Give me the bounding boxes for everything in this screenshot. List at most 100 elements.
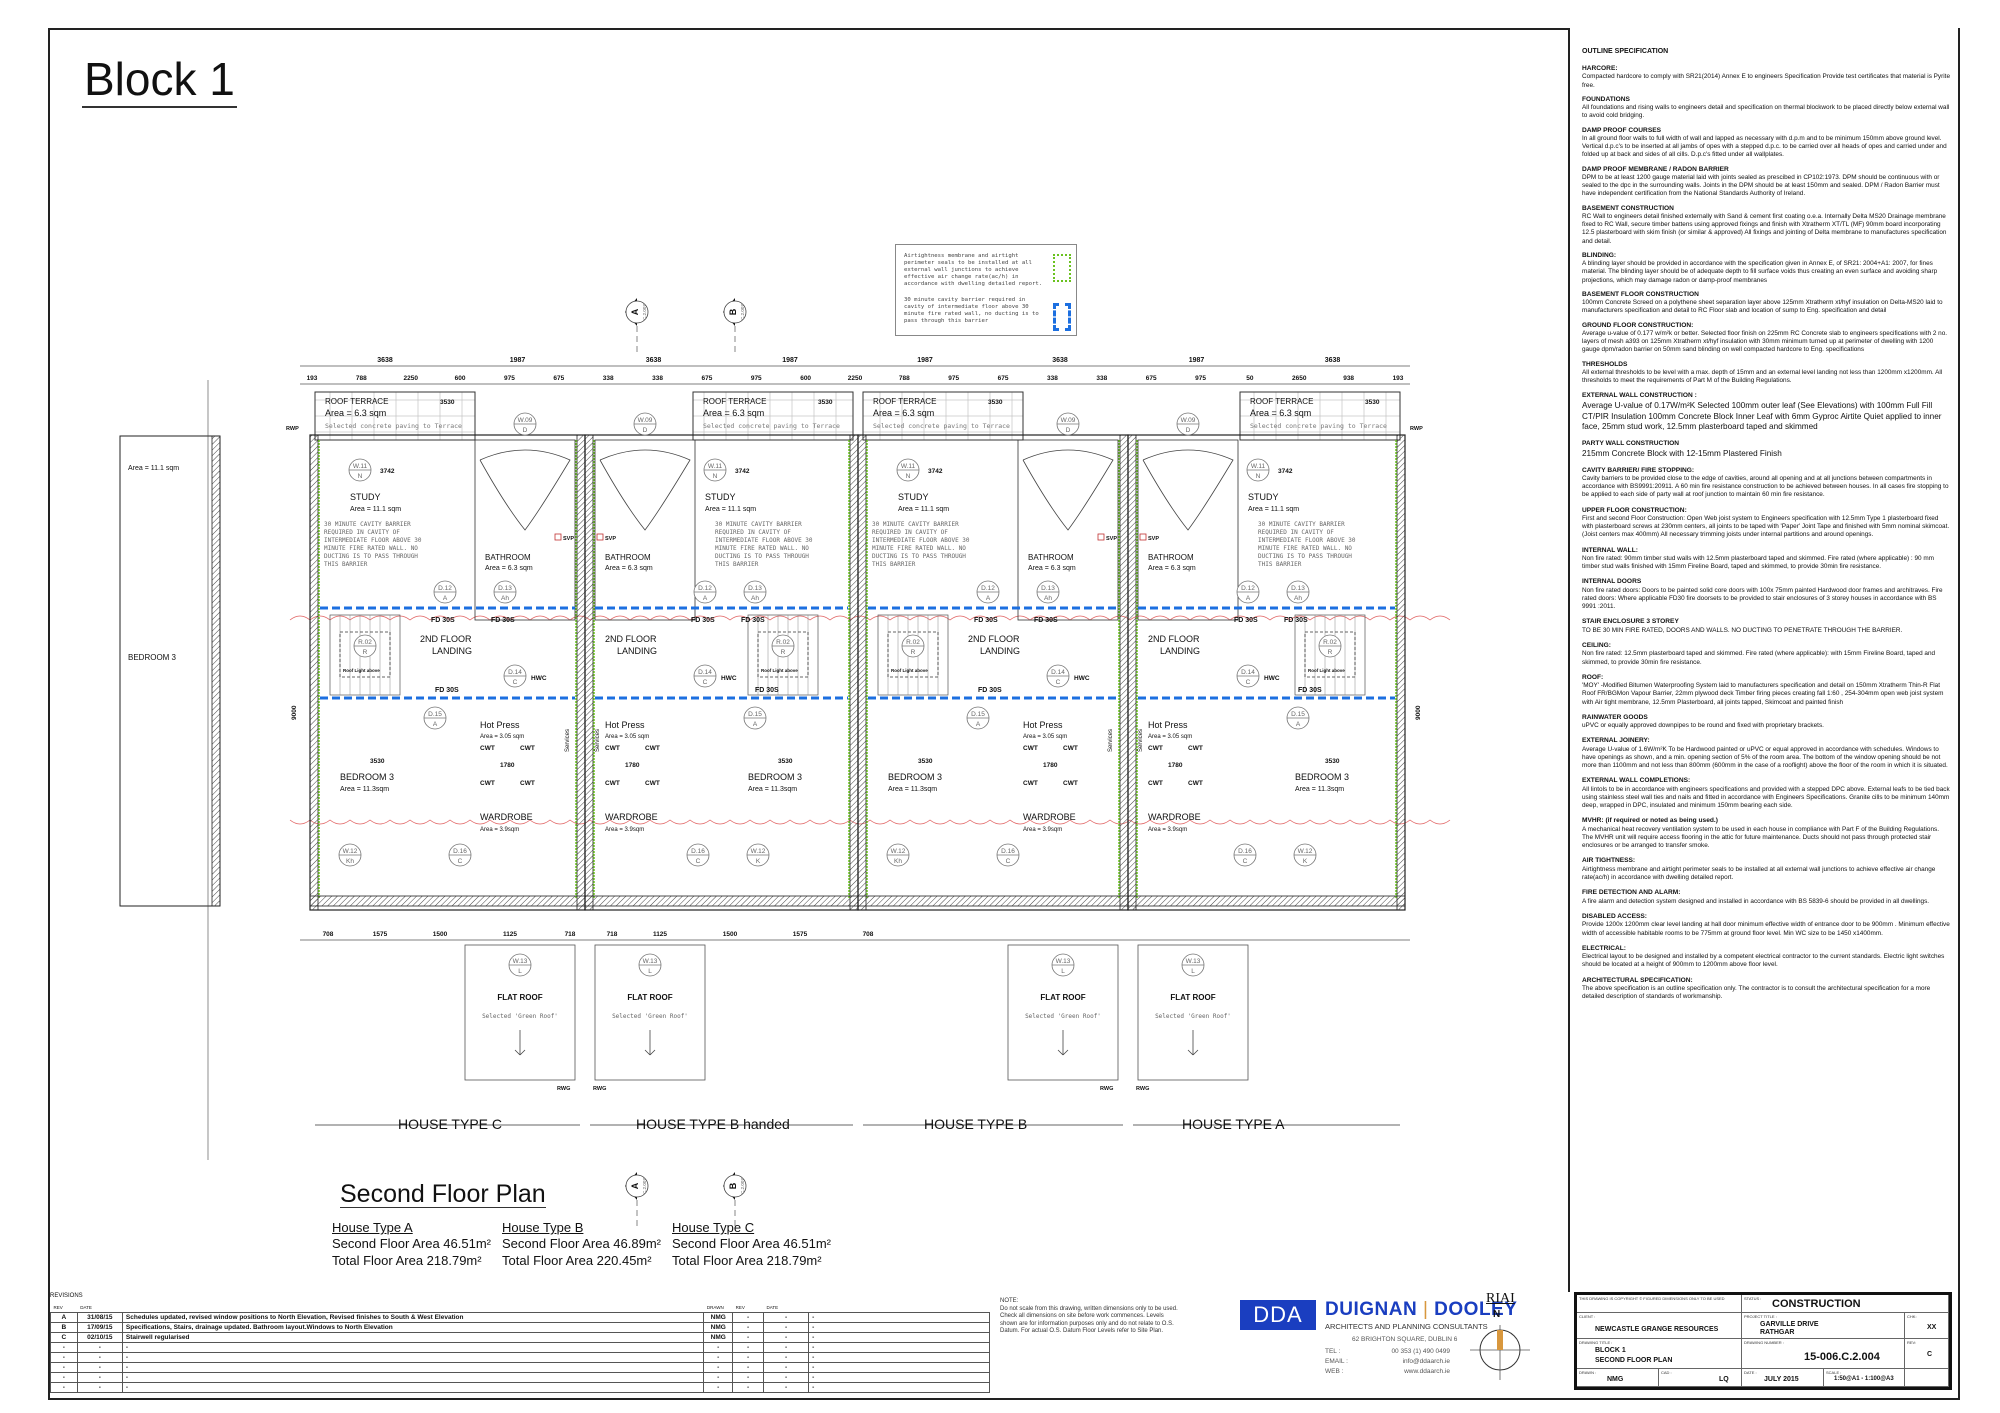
external-wall: [1127, 895, 1406, 907]
window-tag: L: [1191, 968, 1195, 975]
dimension-label: 1987: [782, 357, 798, 364]
dimension-label: 3638: [377, 357, 393, 364]
partial-unit-outline: [119, 435, 221, 907]
door-tag: C: [1246, 679, 1251, 686]
client-value: NEWCASTLE GRANGE RESOURCES: [1595, 1326, 1719, 1333]
spec-section-body: Cavity barriers to be provided close to …: [1582, 475, 1949, 499]
revision-cell: -: [121, 1362, 705, 1373]
spec-section-body: A mechanical heat recovery ventilation s…: [1582, 825, 1940, 850]
room-name: BEDROOM 3: [128, 653, 177, 662]
dimension-label: 675: [1146, 375, 1157, 382]
door-tag: A: [986, 595, 991, 602]
house-type-b-summary: House Type B Second Floor Area 46.89m² T…: [502, 1220, 661, 1269]
room-area: Area = 3.9sqm: [605, 827, 644, 833]
spec-section: AIR TIGHTNESS:Airtightness membrane and …: [1582, 857, 1950, 882]
room-area: Area = 6.3 sqm: [1028, 565, 1076, 572]
room-name: STUDY: [705, 492, 736, 502]
dimension-label: 1780: [1043, 762, 1058, 769]
revision-cell: 31/08/15: [76, 1312, 123, 1323]
house-type-name: House Type B: [502, 1220, 584, 1235]
spec-section-title: RAINWATER GOODS: [1582, 713, 1648, 721]
cad-cell: CAD :LQ: [1659, 1369, 1742, 1387]
door-tag: Ah: [751, 595, 759, 602]
rev-cell: REV:C: [1905, 1339, 1949, 1369]
rwg-label: RWG: [1136, 1086, 1149, 1092]
svp-pipe-icon: [1097, 533, 1105, 541]
dimension-label: 2650: [1292, 375, 1307, 382]
room-area: Area = 6.3 sqm: [703, 408, 764, 418]
spec-sections: HARCORE:Compacted hardcore to comply wit…: [1582, 65, 1950, 1001]
spec-section-body: 100mm Concrete Screed on a polythene she…: [1582, 299, 1943, 315]
dimension-label: 193: [307, 375, 318, 382]
door-tag: A: [976, 721, 981, 728]
room-area: Area = 3.05 sqm: [480, 734, 524, 740]
cavity-note: DUCTING IS TO PASS THROUGH: [715, 553, 809, 560]
dimension-label: 3742: [380, 468, 395, 475]
door-tag: D.13: [1291, 585, 1305, 592]
airtight-swatch-icon: [1053, 254, 1071, 282]
revision-cell: -: [732, 1342, 764, 1353]
cavity-note: 30 MINUTE CAVITY BARRIER: [715, 521, 802, 528]
dimension-label: 1575: [373, 931, 388, 938]
room-area: Area = 6.3 sqm: [1148, 565, 1196, 572]
dimension-label: 718: [607, 931, 618, 938]
flat-roof-outline: [594, 944, 706, 1081]
spec-section-body: DPM to be at least 1200 gauge material l…: [1582, 174, 1940, 198]
cavity-note: INTERMEDIATE FLOOR ABOVE 30: [872, 537, 970, 544]
spec-section-body: A blinding layer should be provided in a…: [1582, 260, 1938, 284]
cavity-note: REQUIRED IN CAVITY OF: [324, 529, 400, 536]
external-wall: [309, 895, 586, 907]
window-tag: Kh: [894, 858, 902, 865]
dimension-label: 9000: [291, 705, 298, 720]
room-name: LANDING: [1160, 646, 1200, 656]
section-ref: C.2.007: [740, 304, 745, 320]
house-type-name: House Type A: [332, 1220, 413, 1235]
svp-label: SVP: [605, 536, 616, 542]
spec-section-title: BASEMENT CONSTRUCTION: [1582, 204, 1674, 212]
drawn-cell: DRAWN :NMG: [1577, 1369, 1659, 1387]
room-name: BATHROOM: [1028, 553, 1074, 562]
spec-section-title: THRESHOLDS: [1582, 360, 1628, 368]
room-area: Area = 11.3sqm: [340, 786, 389, 793]
svp-label: SVP: [563, 536, 574, 542]
revision-cell: -: [732, 1312, 764, 1323]
dimension-label: 3530: [1365, 399, 1380, 406]
revision-cell: -: [762, 1352, 810, 1363]
unit-label: HOUSE TYPE B: [924, 1116, 1028, 1132]
stair-outline: [747, 614, 819, 696]
room-name: BEDROOM 3: [888, 772, 942, 782]
drawing-title-label: DRAWING TITLE :: [1579, 1340, 1613, 1345]
room-area: Area = 11.1 sqm: [128, 465, 179, 472]
outline-specification: OUTLINE SPECIFICATION HARCORE:Compacted …: [1568, 28, 1958, 1292]
firm-web: WEB :www.ddaarch.ie: [1325, 1368, 1450, 1375]
copyright-cell: THIS DRAWING IS COPYRIGHT © FIGURED DIME…: [1577, 1295, 1742, 1313]
dimension-label: 938: [1343, 375, 1354, 382]
room-name: 2ND FLOOR: [605, 634, 657, 644]
revision-cell: Schedules updated, revised window positi…: [121, 1312, 705, 1323]
rooflight-tag: R.02: [358, 639, 372, 646]
firm-subtitle: ARCHITECTS AND PLANNING CONSULTANTS: [1325, 1322, 1488, 1331]
room-name: LANDING: [980, 646, 1020, 656]
spec-section-title: ELECTRICAL:: [1582, 944, 1626, 952]
dimension-label: 2250: [848, 375, 863, 382]
cwt-label: CWT: [605, 780, 620, 787]
room-note: Selected concrete paving to Terrace: [325, 422, 462, 430]
rooflight-outline: [1304, 631, 1356, 678]
spec-section-title: FOUNDATIONS: [1582, 95, 1630, 103]
section-marker-icon: [723, 300, 747, 324]
door-tag: D.14: [1051, 669, 1065, 676]
scale-label: SCALE :: [1826, 1370, 1842, 1375]
drawn-label: DRAWN :: [1579, 1370, 1597, 1375]
dimension-label: 1987: [917, 357, 933, 364]
cavity-note: THIS BARRIER: [1258, 561, 1302, 568]
spec-section-title: FIRE DETECTION AND ALARM:: [1582, 889, 1681, 897]
firm-name: DUIGNAN | DOOLEY: [1325, 1299, 1517, 1321]
room-name: BEDROOM 3: [748, 772, 802, 782]
spec-section-title: EXTERNAL JOINERY:: [1582, 737, 1650, 745]
revision-cell: -: [50, 1372, 78, 1383]
room-area: Area = 11.3sqm: [748, 786, 797, 793]
door-tag: A: [703, 595, 708, 602]
revision-cell: -: [808, 1372, 990, 1383]
